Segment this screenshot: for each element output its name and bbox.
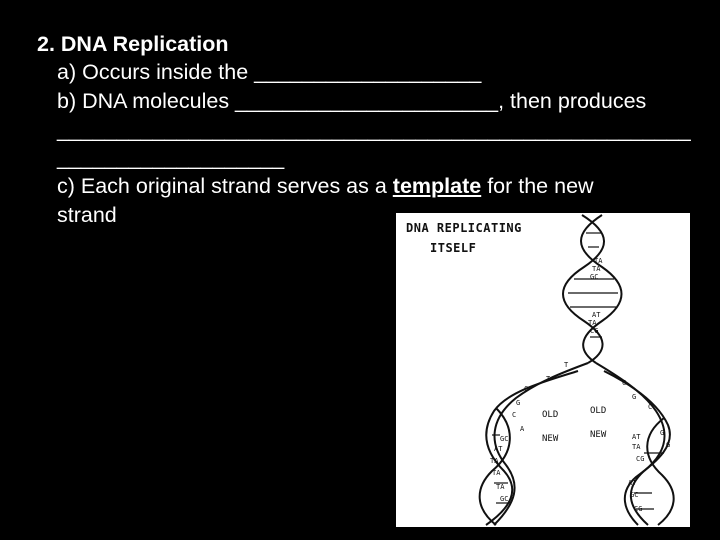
label-new-left: NEW — [542, 434, 559, 444]
svg-text:TA: TA — [594, 257, 603, 265]
right-old-strand — [595, 362, 666, 526]
svg-text:C: C — [512, 411, 516, 419]
label-old-left: OLD — [542, 410, 558, 420]
parent-strand-1 — [562, 214, 605, 364]
left-new-strand — [485, 370, 579, 526]
svg-text:AT: AT — [632, 433, 641, 441]
svg-text:T: T — [564, 361, 569, 369]
svg-text:GC: GC — [630, 491, 638, 499]
svg-text:AT: AT — [592, 311, 601, 319]
item-c-suffix: for the new — [481, 174, 594, 198]
template-keyword: template — [392, 174, 482, 198]
svg-text:A: A — [520, 425, 525, 433]
figure-title-line-1: DNA REPLICATING — [406, 221, 522, 235]
label-new-right: NEW — [590, 430, 607, 440]
fill-in-blank-line-short: ___________________ — [57, 146, 285, 170]
svg-text:C: C — [524, 385, 528, 393]
item-c-text: c) Each original strand serves as a temp… — [57, 172, 594, 200]
item-a-text: a) Occurs inside the ___________________ — [57, 60, 482, 84]
svg-text:AT: AT — [494, 445, 503, 453]
svg-text:CG: CG — [636, 455, 644, 463]
right-helix-back — [646, 417, 675, 526]
svg-text:CG: CG — [634, 505, 642, 513]
svg-text:TA: TA — [490, 457, 499, 465]
svg-text:G: G — [632, 393, 636, 401]
svg-text:TA: TA — [492, 469, 501, 477]
svg-text:G: G — [516, 399, 520, 407]
svg-text:GC: GC — [590, 273, 598, 281]
svg-text:C: C — [622, 379, 626, 387]
parent-strand-2 — [580, 214, 623, 364]
svg-text:C: C — [648, 403, 652, 411]
left-helix-back — [478, 407, 511, 526]
svg-text:TA: TA — [632, 443, 641, 451]
item-c-continued: strand — [57, 203, 117, 227]
left-old-strand — [493, 362, 589, 526]
label-old-right: OLD — [590, 406, 606, 416]
svg-text:T: T — [546, 375, 551, 383]
svg-text:CG: CG — [590, 327, 598, 335]
slide-title: 2. DNA Replication — [37, 32, 229, 56]
fill-in-blank-line: ________________________________________… — [57, 118, 691, 142]
base-pair-rungs — [492, 232, 664, 510]
svg-text:G: G — [660, 429, 664, 437]
svg-text:TA: TA — [592, 265, 601, 273]
strand-labels: OLD NEW OLD NEW — [542, 406, 607, 444]
item-b-text: b) DNA molecules ______________________,… — [57, 89, 647, 113]
svg-text:AT: AT — [628, 479, 637, 487]
svg-text:TA: TA — [496, 483, 505, 491]
right-new-strand — [603, 370, 671, 526]
svg-text:TA: TA — [588, 319, 597, 327]
svg-text:G: G — [666, 441, 670, 449]
svg-text:GC: GC — [500, 435, 508, 443]
figure-title-line-2: ITSELF — [430, 241, 477, 255]
item-c-prefix: c) Each original strand serves as a — [57, 174, 393, 198]
svg-text:GC: GC — [500, 495, 508, 503]
dna-replication-figure: DNA REPLICATING ITSELF — [396, 213, 690, 527]
